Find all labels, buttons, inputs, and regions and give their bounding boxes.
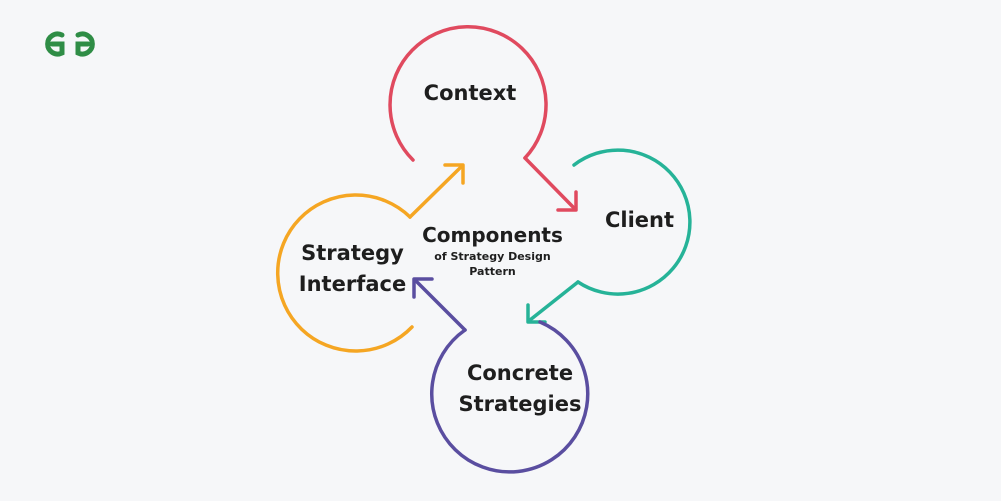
client-label: Client [572, 205, 707, 236]
client-arc [572, 148, 692, 296]
concrete-arc [430, 320, 590, 474]
client-to-concrete-arrow [528, 280, 580, 322]
context-label: Context [395, 78, 545, 109]
strategy-arc [275, 193, 414, 353]
strategy-node [275, 163, 465, 353]
strategy-to-context-arrowhead [443, 163, 465, 185]
geeksforgeeks-logo [45, 31, 95, 57]
context-node [388, 24, 578, 212]
strategy-label-line2: Interface [298, 272, 407, 296]
concrete-node [412, 277, 590, 474]
strategy-label-line1: Strategy [301, 241, 404, 265]
logo-right-g [75, 31, 95, 57]
concrete-label-line2: Strategies [458, 392, 582, 416]
context-to-client-arrow [523, 156, 576, 210]
center-subtitle-line2: Pattern [469, 265, 516, 278]
client-label-line1: Client [604, 208, 675, 232]
context-to-client-arrowhead [556, 190, 578, 212]
center-subtitle: of Strategy Design Pattern [420, 249, 565, 279]
concrete-label-line1: Concrete [466, 361, 574, 385]
concrete-to-strategy-arrow [414, 279, 467, 332]
concrete-to-strategy-arrowhead [412, 277, 434, 299]
strategy-interface-label: Strategy Interface [280, 238, 425, 300]
logo-left-g [45, 31, 65, 57]
context-label-line1: Context [423, 81, 517, 105]
strategy-to-context-arrow [408, 165, 463, 219]
context-arc [388, 24, 548, 162]
center-title: Components [422, 223, 563, 247]
center-subtitle-line1: of Strategy Design [434, 250, 551, 263]
concrete-strategies-label: Concrete Strategies [445, 358, 595, 420]
